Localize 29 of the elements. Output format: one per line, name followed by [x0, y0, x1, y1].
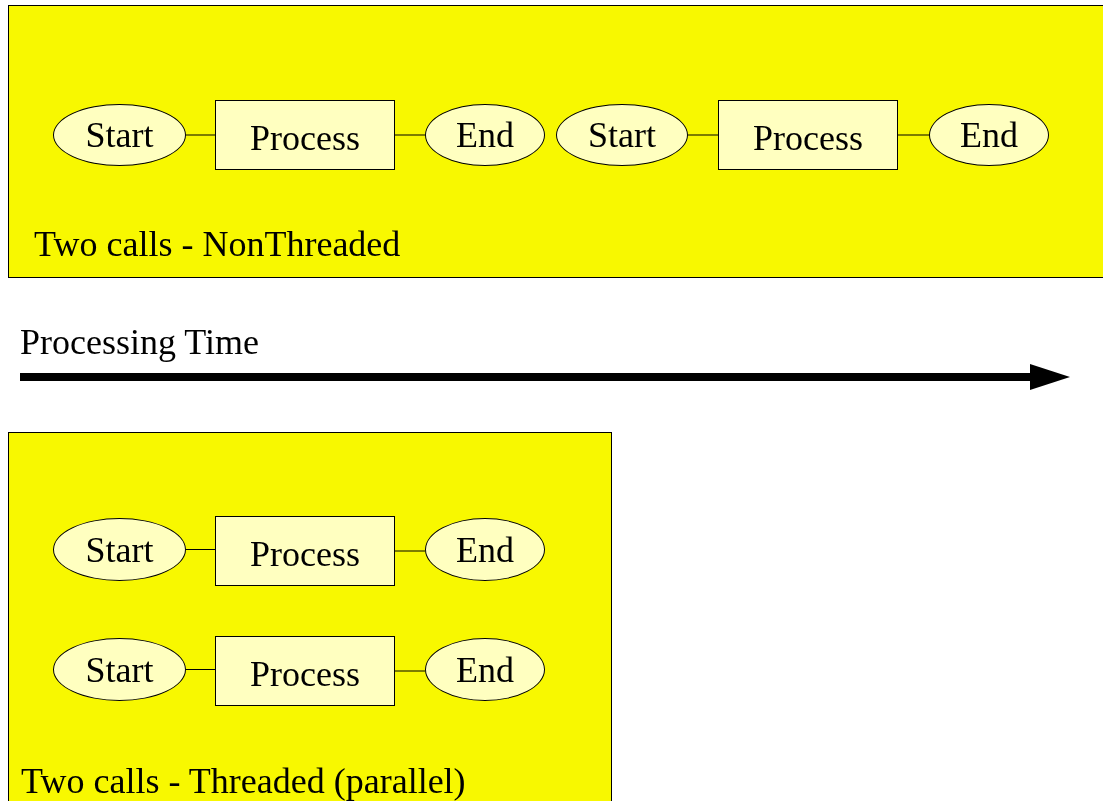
node-label: Start: [85, 651, 154, 688]
panel-title: Two calls - Threaded (parallel): [21, 763, 466, 799]
connector-line: [185, 549, 216, 550]
process-box: [718, 100, 898, 170]
panel: [8, 5, 1103, 278]
process-box: [215, 516, 395, 586]
connector-line: [185, 134, 216, 136]
node-label: Process: [250, 656, 360, 692]
process-box: [215, 636, 395, 706]
process-box: [215, 100, 395, 170]
node-label: End: [456, 531, 514, 568]
connector-line: [185, 669, 216, 670]
connector-line: [394, 550, 426, 552]
axis-label: Processing Time: [20, 324, 260, 360]
node-label: Process: [250, 536, 360, 572]
panel-title: Two calls - NonThreaded: [34, 226, 401, 262]
connector-line: [897, 134, 930, 136]
node-label: End: [456, 651, 514, 688]
connector-line: [394, 670, 426, 672]
panel: [8, 432, 612, 801]
node-label: Start: [588, 117, 656, 153]
node-label: End: [960, 117, 1018, 153]
node-label: End: [456, 117, 514, 153]
node-label: Start: [85, 531, 154, 568]
connector-line: [687, 134, 719, 136]
connector-line: [394, 134, 426, 136]
node-label: Process: [250, 120, 360, 156]
node-label: Start: [85, 117, 154, 153]
node-label: Process: [753, 120, 863, 156]
